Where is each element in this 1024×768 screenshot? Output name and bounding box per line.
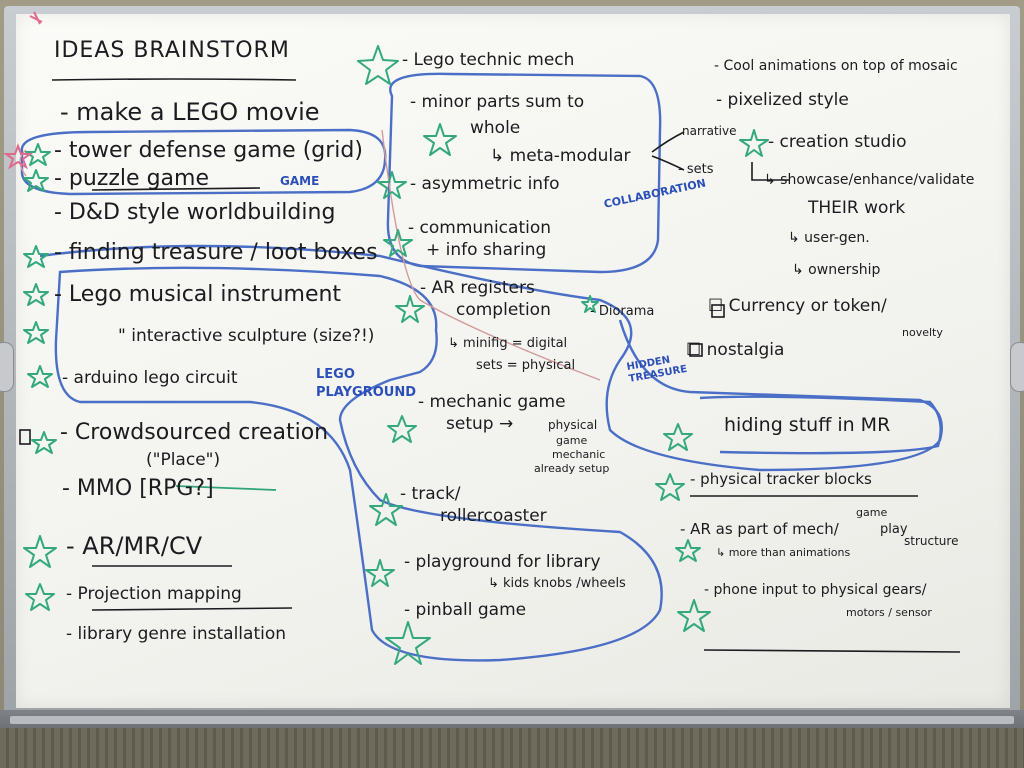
idea-game-note: game xyxy=(856,506,888,519)
idea-their-work: THEIR work xyxy=(808,198,906,218)
idea-minor-parts: - minor parts sum to xyxy=(410,92,585,112)
whiteboard-surface xyxy=(16,14,1010,708)
idea-meta-modular: ↳ meta-modular xyxy=(490,146,631,166)
pink-curve-middle xyxy=(381,129,601,381)
idea-physical-tracker-blocks: - physical tracker blocks xyxy=(690,470,872,488)
idea-info-sharing: + info sharing xyxy=(426,240,547,260)
idea-playground-library: - playground for library xyxy=(404,552,601,572)
crowdsourced-checkbox xyxy=(19,429,31,445)
idea-dnd-worldbuilding: - D&D style worldbuilding xyxy=(54,200,336,225)
marker-tray-lip xyxy=(10,716,1014,724)
currency-checkbox xyxy=(711,304,725,318)
idea-user-gen: ↳ user-gen. xyxy=(788,230,870,246)
idea-mechanic-game: - mechanic game xyxy=(418,392,566,412)
idea-ar-mr-cv: - AR/MR/CV xyxy=(66,532,203,560)
idea-structure: structure xyxy=(904,534,959,548)
pink-corner-scribble xyxy=(29,11,43,25)
branch-sets: - sets xyxy=(678,162,714,177)
idea-track: - track/ xyxy=(400,484,461,504)
idea-lego-movie: - make a LEGO movie xyxy=(60,98,320,126)
left-mount-bracket xyxy=(0,342,14,392)
hidden-treasure-link xyxy=(39,244,943,472)
idea-pixelized-style: - pixelized style xyxy=(716,90,849,110)
idea-library-genre-installation: - library genre installation xyxy=(66,624,287,644)
idea-crowdsourced-creation: - Crowdsourced creation xyxy=(60,420,329,445)
idea-hiding-stuff-mr: hiding stuff in MR xyxy=(724,414,891,436)
idea-mmo: - MMO [RPG?] xyxy=(62,476,214,501)
idea-asymmetric-info: - asymmetric info xyxy=(410,174,560,194)
idea-place-note: ("Place") xyxy=(146,450,221,470)
idea-showcase: ↳ showcase/enhance/validate xyxy=(764,172,975,188)
idea-game: game xyxy=(556,434,588,447)
idea-already-setup: already setup xyxy=(534,462,610,475)
creation-studio-arrow xyxy=(751,162,790,181)
idea-completion: completion xyxy=(456,300,551,320)
rpg-strike-through xyxy=(175,485,277,491)
label-game: GAME xyxy=(280,174,320,188)
branch-narrative: narrative xyxy=(682,124,737,138)
idea-interactive-sculpture: " interactive sculpture (size?!) xyxy=(118,326,375,346)
idea-play: play xyxy=(880,522,908,537)
idea-more-than-animations: ↳ more than animations xyxy=(716,546,851,559)
idea-ar-part-of-mech: - AR as part of mech/ xyxy=(680,520,839,538)
nostalgia-checkbox xyxy=(689,343,703,357)
idea-finding-treasure: - finding treasure / loot boxes xyxy=(54,240,378,265)
idea-setup: setup → xyxy=(446,414,514,434)
idea-currency-token: ☐ Currency or token/ xyxy=(708,296,887,316)
idea-creation-studio: - creation studio xyxy=(768,132,907,152)
label-lego-playground: LEGO PLAYGROUND xyxy=(316,367,417,400)
underline-projection xyxy=(91,607,293,611)
idea-rollercoaster: rollercoaster xyxy=(440,506,547,526)
underline-phone-input xyxy=(703,649,961,653)
idea-lego-musical-instrument: - Lego musical instrument xyxy=(54,282,342,307)
idea-projection-mapping: - Projection mapping xyxy=(66,584,242,604)
idea-novelty: novelty xyxy=(902,326,943,339)
board-title: IDEAS BRAINSTORM xyxy=(54,38,290,63)
right-mount-bracket xyxy=(1010,342,1024,392)
idea-phone-input: - phone input to physical gears/ xyxy=(704,582,927,598)
green-star-marks xyxy=(23,45,769,665)
hiding-stuff-outline xyxy=(699,395,942,455)
collaboration-loop xyxy=(386,72,662,274)
idea-mechanic: mechanic xyxy=(552,448,606,461)
idea-lego-technic-mech: - Lego technic mech xyxy=(402,50,575,70)
shelf-below xyxy=(0,728,1024,768)
idea-diorama: - Diorama xyxy=(590,304,655,319)
idea-tower-defense: - tower defense game (grid) xyxy=(54,138,363,163)
idea-pinball-game: - pinball game xyxy=(404,600,527,620)
idea-whole: whole xyxy=(470,118,521,138)
idea-physical: physical xyxy=(548,418,598,432)
title-underline xyxy=(51,78,297,81)
idea-communication: - communication xyxy=(408,218,552,238)
idea-ar-registers: - AR registers xyxy=(420,278,535,298)
branch-to-sets xyxy=(651,155,685,171)
idea-ownership: ↳ ownership xyxy=(792,262,881,278)
lego-playground-loop xyxy=(54,266,663,662)
branch-to-narrative xyxy=(651,131,685,153)
idea-nostalgia: ☐ nostalgia xyxy=(686,340,785,360)
idea-arduino-lego-circuit: - arduino lego circuit xyxy=(62,368,238,388)
pink-star-mark xyxy=(2,143,34,170)
idea-sets-physical: sets = physical xyxy=(476,358,576,373)
idea-puzzle-game: - puzzle game xyxy=(54,166,209,191)
idea-minifig-digital: ↳ minifig = digital xyxy=(448,336,568,351)
underline-puzzle-game xyxy=(91,187,261,191)
pink-bracket xyxy=(19,149,27,177)
idea-kids-knobs: ↳ kids knobs /wheels xyxy=(488,576,626,591)
idea-cool-animations: - Cool animations on top of mosaic xyxy=(714,58,958,74)
idea-motors-sensor: motors / sensor xyxy=(846,606,932,619)
